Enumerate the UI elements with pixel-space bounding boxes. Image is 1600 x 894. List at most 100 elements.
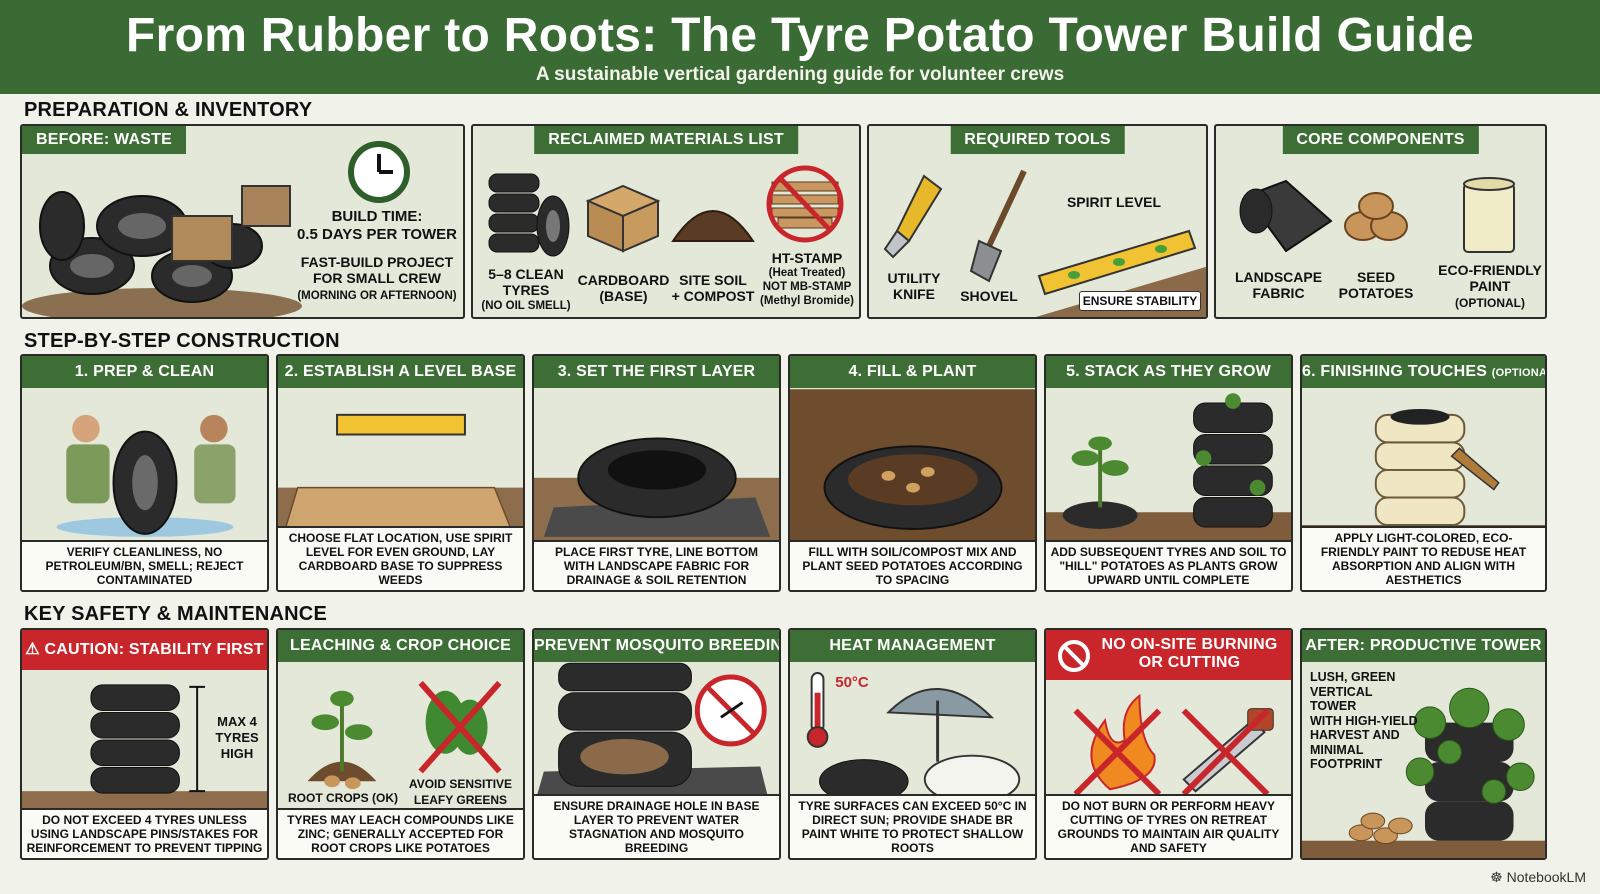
step-caption: CHOOSE FLAT LOCATION, USE SPIRIT LEVEL F… <box>278 526 523 590</box>
step-title-text: 6. FINISHING TOUCHES <box>1302 363 1488 380</box>
panel-tab: RECLAIMED MATERIALS LIST <box>534 126 798 154</box>
fabric-roll-icon <box>1226 176 1336 256</box>
step-caption: APPLY LIGHT-COLORED, ECO-FRIENDLY PAINT … <box>1302 526 1545 590</box>
brand-text: NotebookLM <box>1506 869 1586 885</box>
shovel-icon <box>959 166 1039 286</box>
safety-mosquito-panel: PREVENT MOSQUITO BREEDING ENSURE DRAINAG… <box>532 628 781 860</box>
fabric-label: LANDSCAPE FABRIC <box>1234 269 1323 301</box>
step-title: 2. ESTABLISH A LEVEL BASE <box>278 356 523 388</box>
build-time-label: BUILD TIME: 0.5 DAYS PER TOWER <box>296 208 458 243</box>
drainage-illustration <box>534 662 779 812</box>
tyres-note: (NO OIL SMELL) <box>481 300 571 312</box>
warning-icon: ⚠ <box>25 641 45 658</box>
paint-label: ECO-FRIENDLY PAINT <box>1438 262 1542 294</box>
step-title: 4. FILL & PLANT <box>790 356 1035 388</box>
safety-leaching-panel: LEACHING & CROP CHOICE ROOT CROPS (OK) A… <box>276 628 525 860</box>
after-description: LUSH, GREEN VERTICAL TOWER WITH HIGH-YIE… <box>1310 670 1418 771</box>
paint-can-icon <box>1456 176 1521 256</box>
step-4-panel: 4. FILL & PLANT FILL WITH SOIL/COMPOST M… <box>788 354 1037 592</box>
tyres-label: 5–8 CLEAN TYRES <box>488 266 564 298</box>
clock-icon <box>347 140 411 204</box>
pallet-prohibited-icon <box>758 162 853 244</box>
pallet-label: HT-STAMP <box>771 250 843 266</box>
section-title-safety: KEY SAFETY & MAINTENANCE <box>24 603 327 625</box>
step-6-panel: 6. FINISHING TOUCHES (OPTIONAL) APPLY LI… <box>1300 354 1547 592</box>
cardboard-label: CARDBOARD (BASE) <box>577 272 670 304</box>
stability-label: ENSURE STABILITY <box>1079 291 1201 311</box>
step-caption: ADD SUBSEQUENT TYRES AND SOIL TO "HILL" … <box>1046 540 1291 590</box>
page-subtitle: A sustainable vertical gardening guide f… <box>535 64 1065 85</box>
safety-title: LEACHING & CROP CHOICE <box>278 630 523 662</box>
section-title-steps: STEP-BY-STEP CONSTRUCTION <box>24 330 340 352</box>
temperature-label: 50°C <box>835 674 869 691</box>
safety-heat-panel: HEAT MANAGEMENT 50°C TYRE SURFACES CAN E… <box>788 628 1037 860</box>
step-caption: FILL WITH SOIL/COMPOST MIX AND PLANT SEE… <box>790 540 1035 590</box>
seed-label: SEED POTATOES <box>1338 269 1414 301</box>
productive-tower-illustration <box>1302 662 1545 858</box>
crop-choice-illustration <box>278 662 523 812</box>
safety-burning-panel: NO ON-SITE BURNING OR CUTTING DO NOT BUR… <box>1044 628 1293 860</box>
panel-before-waste: BEFORE: WASTE BUILD TIME: 0.5 DAYS PER T… <box>20 124 465 319</box>
prohibited-icon <box>1056 638 1092 674</box>
notebook-icon: ☸ <box>1490 869 1507 885</box>
painted-tower-illustration <box>1302 388 1545 544</box>
step-5-panel: 5. STACK AS THEY GROW ADD SUBSEQUENT TYR… <box>1044 354 1293 592</box>
safety-title: ⚠ CAUTION: STABILITY FIRST <box>22 630 267 670</box>
seed-potatoes-icon <box>1341 186 1411 246</box>
step-title: 1. PREP & CLEAN <box>22 356 267 388</box>
safety-title-text: CAUTION: STABILITY FIRST <box>44 641 264 658</box>
step-title: 6. FINISHING TOUCHES (OPTIONAL) <box>1302 356 1545 388</box>
safety-title: PREVENT MOSQUITO BREEDING <box>534 630 779 662</box>
level-label: SPIRIT LEVEL <box>1066 194 1162 210</box>
fire-saw-prohibited-illustration <box>1046 680 1291 810</box>
fill-plant-illustration <box>790 388 1035 544</box>
utility-knife-icon <box>879 171 949 261</box>
max-tyres-label: MAX 4 TYRES HIGH <box>215 714 259 761</box>
stack-grow-illustration <box>1046 388 1291 544</box>
fast-build-note: (MORNING OR AFTERNOON) <box>297 290 457 302</box>
after-productive-panel: AFTER: PRODUCTIVE TOWER LUSH, GREEN VERT… <box>1300 628 1547 860</box>
brand-watermark: ☸ NotebookLM <box>1486 869 1590 886</box>
pallet-note: (Heat Treated) NOT MB-STAMP (Methyl Brom… <box>760 267 854 307</box>
step-3-panel: 3. SET THE FIRST LAYER PLACE FIRST TYRE,… <box>532 354 781 592</box>
safety-caption: DO NOT EXCEED 4 TYRES UNLESS USING LANDS… <box>22 808 267 858</box>
max-height-stack-illustration <box>22 670 267 810</box>
panel-tools: REQUIRED TOOLS UTILITY KNIFE SHOVEL SPIR… <box>867 124 1208 319</box>
panel-components: CORE COMPONENTS LANDSCAPE FABRIC SEED PO… <box>1214 124 1547 319</box>
safety-caption: TYRES MAY LEACH COMPOUNDS LIKE ZINC; GEN… <box>278 808 523 858</box>
heat-illustration <box>790 662 1035 812</box>
level-base-illustration <box>278 388 523 544</box>
root-crops-label: ROOT CROPS (OK) <box>288 791 398 805</box>
step-title: 3. SET THE FIRST LAYER <box>534 356 779 388</box>
step-1-panel: 1. PREP & CLEAN VERIFY CLEANLINESS, NO P… <box>20 354 269 592</box>
safety-caption: ENSURE DRAINAGE HOLE IN BASE LAYER TO PR… <box>534 794 779 858</box>
page-title: From Rubber to Roots: The Tyre Potato To… <box>125 9 1475 62</box>
tyre-stack-icon <box>481 166 571 261</box>
header-banner: From Rubber to Roots: The Tyre Potato To… <box>0 0 1600 94</box>
step-caption: VERIFY CLEANLINESS, NO PETROLEUM/BN, SME… <box>22 540 267 590</box>
section-title-prep: PREPARATION & INVENTORY <box>24 99 313 121</box>
avoid-greens-label: AVOID SENSITIVE LEAFY GREENS <box>408 777 513 807</box>
cleaning-tyre-illustration <box>22 388 267 544</box>
soil-pile-icon <box>668 186 758 246</box>
panel-tab: CORE COMPONENTS <box>1282 126 1479 154</box>
safety-title: HEAT MANAGEMENT <box>790 630 1035 662</box>
soil-label: SITE SOIL + COMPOST <box>671 272 755 304</box>
shovel-label: SHOVEL <box>960 288 1018 304</box>
tyre-pile-illustration <box>22 156 302 317</box>
safety-stability-panel: ⚠ CAUTION: STABILITY FIRST MAX 4 TYRES H… <box>20 628 269 860</box>
panel-materials: RECLAIMED MATERIALS LIST 5–8 CLEAN TYRES… <box>471 124 861 319</box>
panel-tab: BEFORE: WASTE <box>22 126 186 154</box>
step-2-panel: 2. ESTABLISH A LEVEL BASE CHOOSE FLAT LO… <box>276 354 525 592</box>
step-caption: PLACE FIRST TYRE, LINE BOTTOM WITH LANDS… <box>534 540 779 590</box>
safety-caption: DO NOT BURN OR PERFORM HEAVY CUTTING OF … <box>1046 794 1291 858</box>
step-title-note: (OPTIONAL) <box>1491 367 1547 379</box>
knife-label: UTILITY KNIFE <box>887 270 941 302</box>
safety-caption: TYRE SURFACES CAN EXCEED 50°C IN DIRECT … <box>790 794 1035 858</box>
cardboard-box-icon <box>578 176 668 256</box>
step-title: 5. STACK AS THEY GROW <box>1046 356 1291 388</box>
fast-build-label: FAST-BUILD PROJECT FOR SMALL CREW <box>300 254 454 286</box>
panel-tab: REQUIRED TOOLS <box>950 126 1125 154</box>
safety-title: AFTER: PRODUCTIVE TOWER <box>1302 630 1545 662</box>
paint-note: (OPTIONAL) <box>1455 296 1525 310</box>
